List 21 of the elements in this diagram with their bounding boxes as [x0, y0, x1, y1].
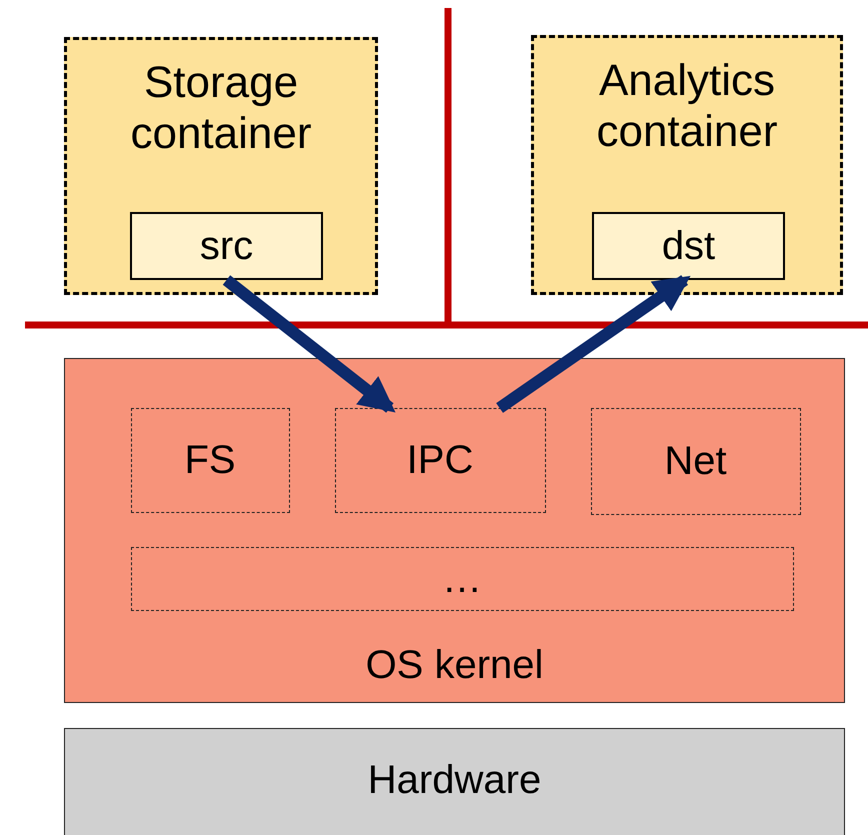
arrow [496, 275, 691, 413]
subsystem-label: Net [664, 438, 727, 484]
subsystem-label: FS [184, 437, 236, 483]
container-box [64, 37, 378, 295]
subsystem-box [130, 546, 794, 610]
subsystem-box [590, 408, 800, 514]
hardware-box [64, 728, 845, 835]
socket-label: dst [662, 223, 716, 269]
subsystem-label: … [442, 556, 482, 602]
subsystem-label: IPC [406, 437, 474, 483]
kernel-label: OS kernel [366, 642, 544, 688]
container-title: Analytics container [595, 56, 778, 158]
subsystem-box [130, 408, 290, 512]
container-box [531, 35, 843, 295]
kernel-box [64, 358, 845, 703]
subsystem-box [334, 408, 546, 512]
socket-box [130, 212, 323, 280]
hardware-label: Hardware [368, 757, 542, 803]
socket-box [592, 212, 785, 280]
container-title: Storage container [129, 58, 312, 160]
socket-label: src [200, 223, 254, 269]
